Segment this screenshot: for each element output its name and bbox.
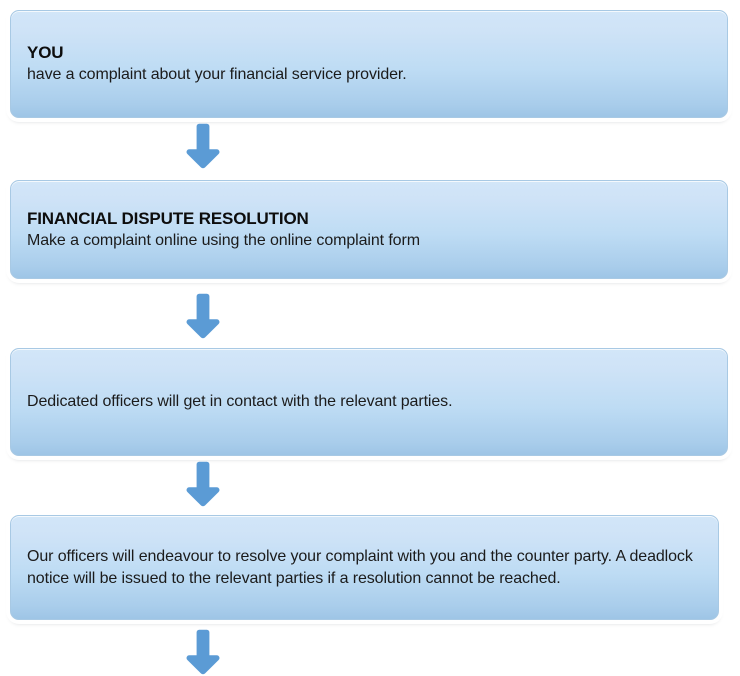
flow-step-body-1: have a complaint about your financial se… [27, 66, 407, 84]
flow-step-box-3: Dedicated officers will get in contact w… [10, 348, 728, 456]
flow-step-box-2: FINANCIAL DISPUTE RESOLUTION Make a comp… [10, 180, 728, 279]
arrow-down-icon [182, 628, 224, 676]
flow-step-title-2: FINANCIAL DISPUTE RESOLUTION [27, 208, 309, 228]
flow-step-body-4: Our officers will endeavour to resolve y… [27, 548, 693, 587]
arrow-down-icon [182, 460, 224, 508]
arrow-down-icon [182, 122, 224, 170]
flow-step-body-3: Dedicated officers will get in contact w… [27, 393, 453, 411]
flow-step-title-1: YOU [27, 43, 64, 63]
flow-step-box-1: YOU have a complaint about your financia… [10, 10, 728, 118]
flow-step-body-2: Make a complaint online using the online… [27, 231, 420, 249]
arrow-down-icon [182, 292, 224, 340]
flow-step-box-4: Our officers will endeavour to resolve y… [10, 515, 719, 620]
